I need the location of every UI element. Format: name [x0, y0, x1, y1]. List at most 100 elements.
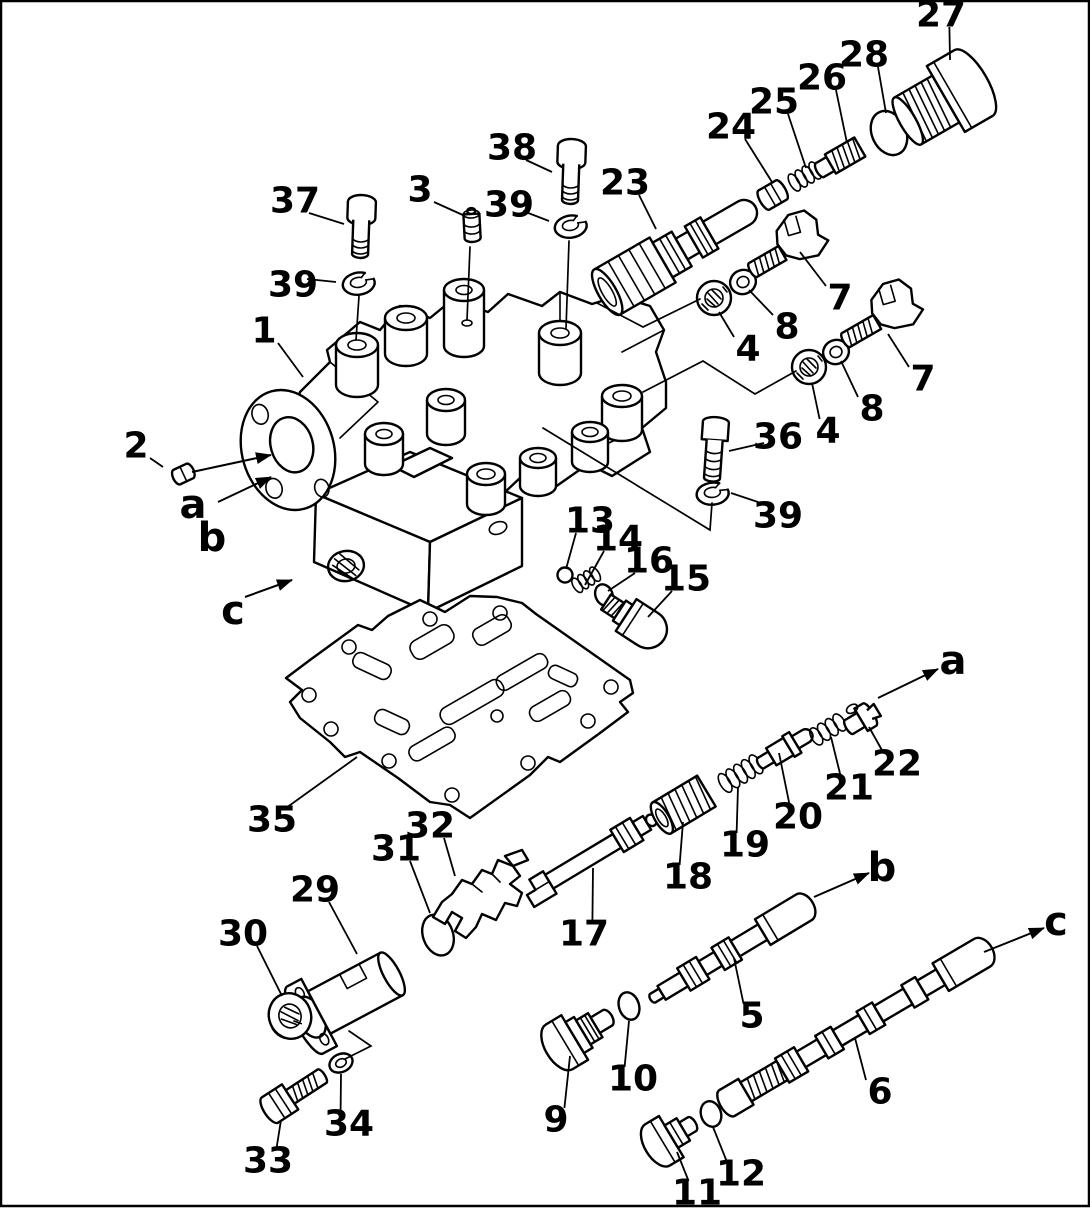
part-39-snap-washer — [695, 481, 730, 506]
part-number-label: 7 — [827, 278, 852, 319]
leader-line-24 — [744, 138, 773, 183]
leader-line-8 — [840, 360, 859, 398]
part-number-label: 32 — [405, 806, 455, 847]
leader-line-22 — [868, 726, 884, 753]
part-6-spool — [716, 936, 996, 1118]
part-21-spring — [808, 713, 847, 746]
leader-line-14 — [584, 550, 605, 586]
leader-line-17 — [591, 867, 594, 923]
leader-line-33 — [275, 1119, 282, 1150]
leader-line-7 — [799, 251, 827, 287]
part-7-detent-bolt — [840, 278, 925, 349]
gasket-slots — [351, 613, 579, 762]
section-arrow-a — [191, 452, 272, 473]
part-32-shift-fork — [431, 848, 530, 940]
part-26-screw — [813, 136, 867, 179]
part-number-label: 2 — [123, 426, 148, 467]
part-number-label: 9 — [543, 1100, 568, 1141]
part-11-cap — [639, 1114, 699, 1168]
part-number-label: 4 — [735, 329, 760, 370]
part-30-bearing-ring — [267, 992, 313, 1040]
leader-line-10 — [623, 1020, 630, 1068]
part-22-retainer — [842, 702, 883, 736]
leader-line-20 — [778, 752, 791, 806]
part-number-label: 12 — [716, 1154, 766, 1195]
part-4-roller — [695, 279, 733, 317]
section-arrow-b — [217, 476, 272, 503]
leader-line-4 — [718, 311, 735, 338]
part-20-valve — [755, 728, 814, 770]
part-number-label: 39 — [484, 185, 534, 226]
section-arrow-a — [877, 668, 939, 699]
part-39-snap-washer — [553, 214, 588, 239]
leader-line-39 — [522, 210, 550, 222]
leader-line-5 — [733, 957, 745, 1005]
part-number-label: 5 — [739, 996, 764, 1037]
leader-line-11 — [676, 1151, 690, 1182]
part-33-bolt — [259, 1068, 329, 1125]
leader-line-13 — [565, 532, 577, 570]
part-34-washer — [328, 1052, 354, 1074]
part-number-label: 39 — [753, 496, 803, 537]
section-arrow-c — [983, 927, 1045, 953]
part-number-label: 25 — [749, 82, 799, 123]
part-5-spool — [648, 892, 817, 1004]
part-number-label: 3 — [407, 170, 432, 211]
leader-line-39 — [306, 278, 337, 283]
part-number-label: 26 — [797, 58, 847, 99]
part-3-plug — [462, 206, 482, 244]
part-24-nut — [756, 179, 789, 211]
part-1-valve-body — [239, 277, 668, 614]
part-number-label: 8 — [774, 307, 799, 348]
body-bosses — [334, 277, 644, 517]
part-number-label: 39 — [268, 265, 318, 306]
section-letter-label: b — [868, 845, 897, 891]
part-number-label: 7 — [910, 359, 935, 400]
part-14-spring — [571, 566, 602, 594]
part-38-bolt — [556, 137, 588, 206]
part-number-label: 18 — [663, 857, 713, 898]
section-letter-label: b — [198, 515, 227, 561]
part-2-plug — [170, 462, 196, 486]
part-37-bolt — [346, 193, 378, 260]
part-12-o-ring — [699, 1100, 723, 1128]
part-31-o-ring — [420, 913, 456, 957]
part-23-spool — [590, 198, 759, 317]
leader-line-32 — [443, 837, 456, 877]
part-number-label: 1 — [251, 311, 276, 352]
part-number-label: 10 — [608, 1059, 658, 1100]
part-number-label: 31 — [371, 829, 421, 870]
part-18-retainer — [649, 774, 717, 835]
part-36-bolt — [700, 415, 731, 483]
part-number-label: 38 — [487, 128, 537, 169]
part-number-label: 37 — [270, 181, 320, 222]
part-number-label: 11 — [672, 1173, 722, 1208]
leader-line-25 — [787, 113, 807, 169]
leader-line-30 — [256, 945, 283, 997]
section-arrow-c — [244, 579, 293, 598]
leader-line-1 — [277, 342, 304, 378]
part-number-label: 30 — [218, 914, 268, 955]
part-number-label: 13 — [565, 501, 615, 542]
leader-line-16 — [607, 572, 636, 592]
part-number-label: 35 — [247, 800, 297, 841]
leader-line-18 — [678, 821, 684, 866]
part-number-label: 28 — [839, 35, 889, 76]
part-number-label: 23 — [600, 163, 650, 204]
leader-line-39 — [730, 492, 765, 505]
leader-line-2 — [149, 457, 164, 468]
part-number-label: 19 — [720, 825, 770, 866]
part-7-detent-bolt — [747, 209, 830, 279]
part-9-cap — [540, 1008, 615, 1072]
part-number-label: 21 — [824, 768, 874, 809]
section-letter-label: a — [940, 638, 967, 684]
part-number-label: 24 — [706, 107, 756, 148]
leader-line-27 — [948, 26, 951, 61]
part-number-label: 14 — [593, 519, 643, 560]
part-number-label: 15 — [661, 559, 711, 600]
leader-line-28 — [877, 66, 887, 114]
leader-line-21 — [830, 736, 842, 777]
